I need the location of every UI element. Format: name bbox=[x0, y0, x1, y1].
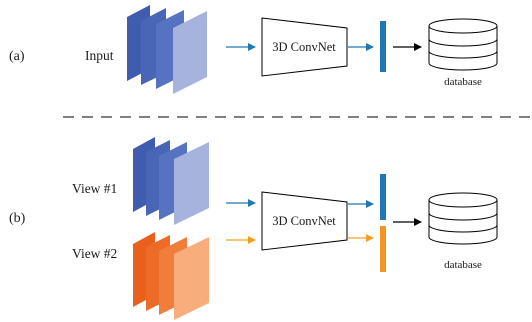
feature-vector-b-view1 bbox=[380, 174, 386, 220]
input-label: Input bbox=[85, 48, 114, 63]
convnet-a-label: 3D ConvNet bbox=[272, 40, 336, 54]
view2-label: View #2 bbox=[72, 246, 117, 261]
panel-b: (b) View #1 View #2 3D ConvNet bbox=[9, 137, 498, 320]
view2-frame-stack bbox=[133, 232, 209, 320]
view2-frame-4 bbox=[174, 237, 209, 320]
view1-label: View #1 bbox=[72, 181, 117, 196]
database-a-icon bbox=[428, 18, 498, 71]
view1-frame-4 bbox=[174, 142, 209, 225]
convnet-b-label: 3D ConvNet bbox=[272, 214, 336, 228]
database-a-label: database bbox=[444, 76, 482, 88]
database-b-icon bbox=[428, 192, 498, 245]
panel-b-label: (b) bbox=[9, 211, 26, 226]
feature-vector-b-view2 bbox=[380, 226, 386, 272]
feature-vector-a bbox=[380, 21, 386, 72]
input-frame-stack bbox=[127, 5, 207, 94]
convnet-b bbox=[261, 191, 348, 251]
database-b-label: database bbox=[444, 259, 482, 271]
panel-a: (a) Input 3D ConvNet database bbox=[9, 5, 498, 94]
convnet-a bbox=[261, 17, 348, 77]
panel-a-label: (a) bbox=[9, 49, 25, 64]
input-frame-4 bbox=[173, 11, 207, 94]
view1-frame-stack bbox=[133, 137, 209, 225]
